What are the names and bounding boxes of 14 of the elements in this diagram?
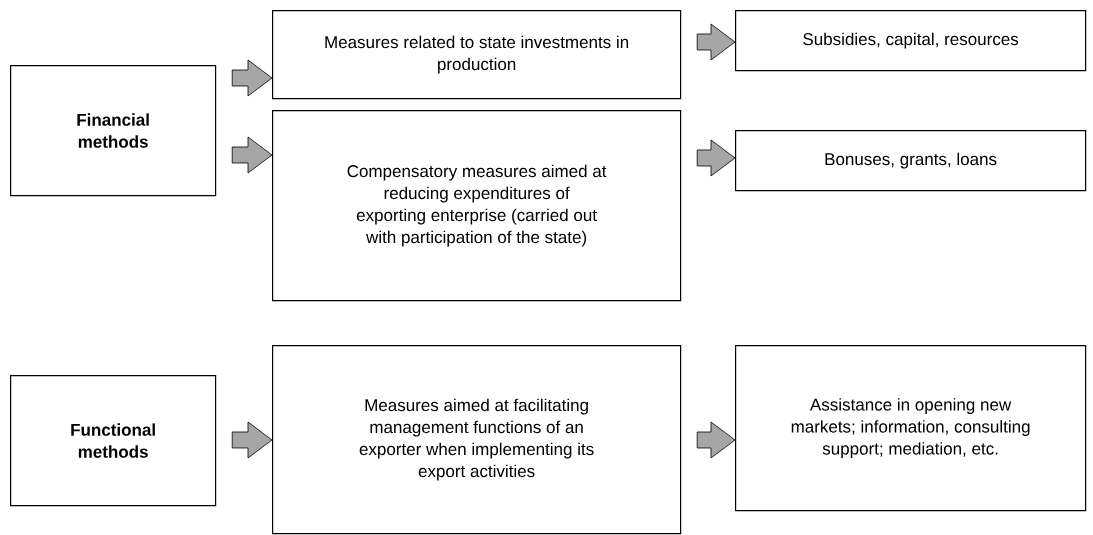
block-arrow — [696, 23, 736, 61]
text-box: Assistance in opening new markets; information, consulting support; mediation, etc. — [735, 345, 1087, 512]
text-box: Financial methods — [10, 65, 217, 197]
block-arrow — [696, 139, 736, 177]
block-arrow — [231, 421, 273, 459]
text-box: Bonuses, grants, loans — [735, 130, 1087, 192]
block-arrow — [231, 59, 273, 97]
text-box: Functional methods — [10, 375, 217, 507]
text-box: Compensatory measures aimed at reducing expenditures of exporting enterprise (carried out with participation of the state) — [272, 110, 682, 302]
block-arrow — [696, 421, 736, 459]
text-box: Measures related to state investments in production — [272, 10, 682, 100]
text-box: Subsidies, capital, resources — [735, 10, 1087, 72]
text-box: Measures aimed at facilitating management functions of an exporter when implementing its export activities — [272, 345, 682, 535]
block-arrow — [231, 136, 273, 174]
